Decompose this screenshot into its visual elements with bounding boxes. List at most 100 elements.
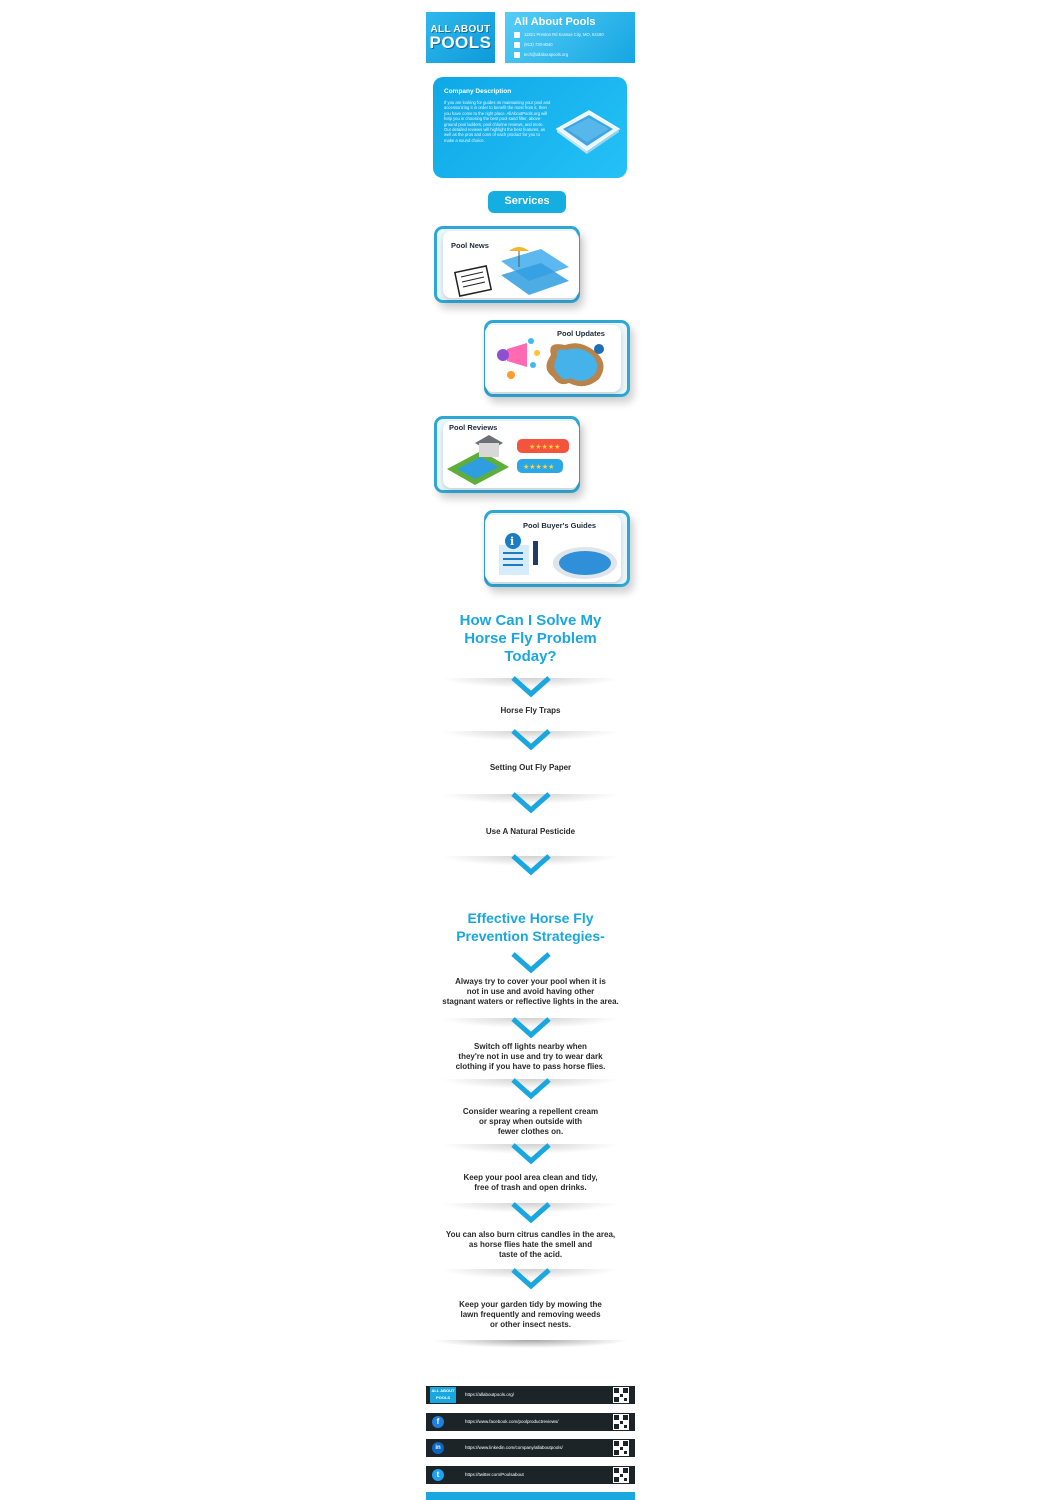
linkedin-icon: in [432,1442,444,1454]
divider-shadow [440,1269,620,1279]
infographic: ALL ABOUT POOLS All About Pools 11821 Pr… [426,0,635,1500]
info-guide-icon: i [499,533,617,579]
solve-item: Use A Natural Pesticide [485,827,576,836]
prevention-item-line: they're not in use and try to wear dark [458,1052,603,1061]
chevron-down-icon [511,792,551,814]
section-divider [432,1340,630,1348]
divider-shadow [440,1079,620,1089]
qr-code-icon [613,1467,629,1483]
address-row: 11821 Preston Rd Kansas City, MO, 64190 [514,32,604,38]
megaphone-pool-icon [497,338,604,387]
prevention-item-line: Keep your garden tidy by mowing the [459,1300,602,1309]
prevention-item: Keep your pool area clean and tidy, free… [426,1173,635,1193]
facebook-link[interactable]: https://www.facebook.com/poolproductrevi… [465,1419,559,1424]
prevention-item: You can also burn citrus candles in the … [426,1230,635,1260]
prevention-item: Always try to cover your pool when it is… [426,977,635,1007]
qr-code-icon [613,1387,629,1403]
prevention-item-line: clothing if you have to pass horse flies… [455,1062,606,1071]
solve-heading-line1: How Can I Solve My [459,612,602,629]
prevention-item-line: Keep your pool area clean and tidy, [463,1173,598,1182]
footer-row-website[interactable]: ALL ABOUT POOLS https://allaboutpools.or… [426,1386,635,1404]
description-body: If you are looking for guides on maintai… [444,100,551,143]
newspaper-pool-icon [453,247,569,297]
description-title: Company Description [444,88,512,95]
solve-item: Horse Fly Traps [500,706,561,715]
prevention-item-line: stagnant waters or reflective lights in … [442,997,619,1006]
service-card-pool-news: Pool News [434,226,580,303]
chevron-down-icon [511,1078,551,1100]
all-about-pools-logo-icon: ALL ABOUT POOLS [430,1387,456,1403]
solve-heading-line2: Horse Fly Problem [464,630,597,647]
logo-line1: ALL ABOUT [430,24,491,35]
chevron-down-icon [511,1268,551,1290]
divider-shadow [440,1018,620,1028]
divider-shadow [440,794,620,804]
solve-heading-line3: Today? [504,648,557,665]
solve-item: Setting Out Fly Paper [489,763,572,772]
svg-text:i: i [510,535,514,548]
service-card-pool-updates: Pool Updates [484,320,630,397]
prevention-item-line: Switch off lights nearby when [474,1042,587,1051]
phone-text: (913) 730-8040 [524,42,553,48]
prevention-item-line: Always try to cover your pool when it is [455,977,606,986]
prevention-item: Keep your garden tidy by mowing the lawn… [426,1300,635,1330]
chevron-down-icon [511,1143,551,1165]
footer-row-linkedin[interactable]: in https://www.linkedin.com/company/alla… [426,1439,635,1457]
chevron-down-icon [511,1017,551,1039]
prevention-heading-line1: Effective Horse Fly [467,910,594,926]
twitter-icon: t [432,1469,444,1481]
divider-shadow [440,678,620,688]
footer-row-twitter[interactable]: t https://twitter.com/Poolsabout [426,1466,635,1484]
address-text: 11821 Preston Rd Kansas City, MO, 64190 [524,32,604,38]
location-icon [514,32,520,38]
prevention-item: Consider wearing a repellent cream or sp… [426,1107,635,1137]
house-review-icon: ★★★★★ ★★★★★ [447,435,569,485]
divider-shadow [440,731,620,741]
service-title: Pool Reviews [449,423,498,432]
prevention-heading: Effective Horse Fly Prevention Strategie… [426,909,635,945]
website-link[interactable]: https://allaboutpools.org/ [465,1392,515,1397]
email-icon [514,52,520,58]
company-description: Company Description If you are looking f… [433,77,627,178]
chevron-down-icon [511,1202,551,1224]
email-text: tech@allaboutpools.org [524,52,569,58]
divider-shadow [440,1144,620,1154]
svg-text:★★★★★: ★★★★★ [529,443,560,451]
brand-logo: ALL ABOUT POOLS [426,12,495,63]
chevron-down-icon [511,854,551,876]
linkedin-link[interactable]: https://www.linkedin.com/company/allabou… [465,1445,563,1450]
prevention-heading-line2: Prevention Strategies- [456,928,605,944]
header-contact-box: All About Pools 11821 Preston Rd Kansas … [505,12,635,63]
prevention-item-line: Consider wearing a repellent cream [462,1107,599,1116]
service-title: Pool Updates [557,329,605,338]
facebook-icon: f [432,1416,444,1428]
prevention-item-line: fewer clothes on. [497,1127,564,1136]
chevron-down-icon [511,952,551,974]
prevention-item-line: as horse flies hate the smell and [468,1240,593,1249]
email-row: tech@allaboutpools.org [514,52,568,58]
divider-shadow [440,1203,620,1213]
prevention-item-line: or spray when outside with [478,1117,583,1126]
phone-icon [514,42,520,48]
divider-shadow [440,856,620,866]
twitter-link[interactable]: https://twitter.com/Poolsabout [465,1472,524,1477]
prevention-item-line: lawn frequently and removing weeds [460,1310,601,1319]
prevention-item: Switch off lights nearby when they're no… [426,1042,635,1072]
prevention-item-line: taste of the acid. [498,1250,563,1259]
qr-code-icon [613,1440,629,1456]
qr-code-icon [613,1414,629,1430]
prevention-item-line: free of trash and open drinks. [474,1183,587,1192]
service-title: Pool Buyer's Guides [523,521,597,530]
service-card-pool-buyers-guides: Pool Buyer's Guides i [484,510,630,587]
prevention-item-line: not in use and avoid having other [466,987,595,996]
logo-line2: POOLS [429,33,492,52]
phone-row: (913) 730-8040 [514,42,553,48]
footer-row-facebook[interactable]: f https://www.facebook.com/poolproductre… [426,1413,635,1431]
service-title: Pool News [451,241,489,250]
service-card-pool-reviews: Pool Reviews ★★★★★ ★★★★★ [434,416,580,493]
prevention-item-line: or other insect nests. [490,1320,571,1329]
company-name: All About Pools [514,16,596,28]
svg-text:★★★★★: ★★★★★ [523,463,554,471]
chevron-down-icon [511,676,551,698]
services-badge: Services [488,191,566,213]
